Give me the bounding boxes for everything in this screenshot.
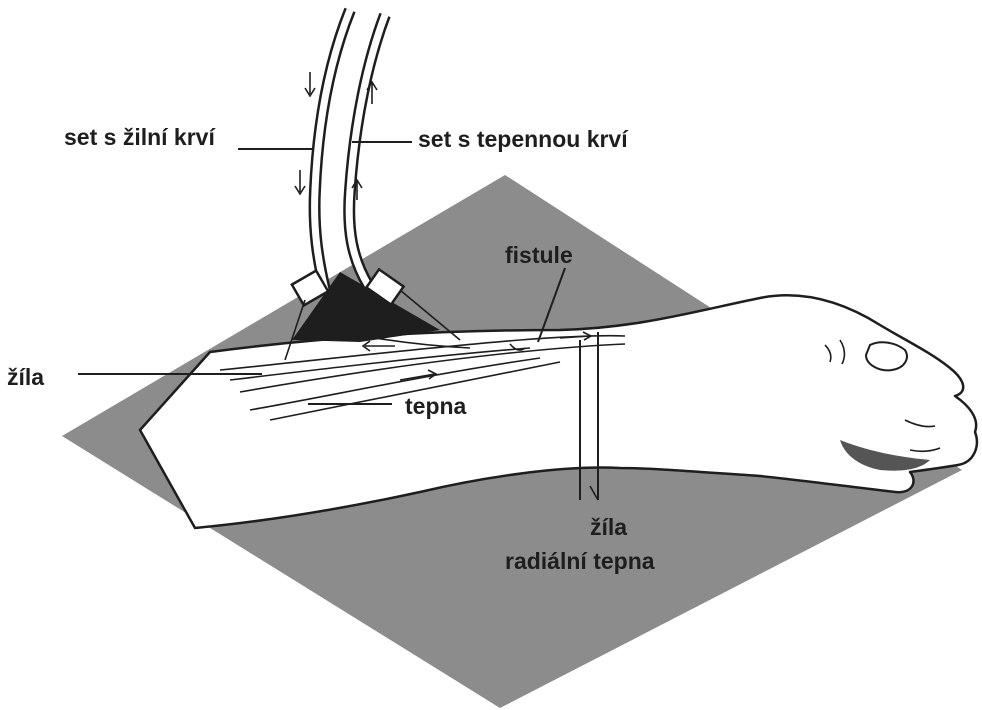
vein-label-left: žíla (7, 366, 44, 389)
thumb (866, 342, 907, 370)
venous-set-label: set s žilní krví (64, 126, 215, 149)
radial-artery-label: radiální tepna (505, 550, 655, 573)
artery-label: tepna (405, 395, 466, 418)
arterial-set-label: set s tepennou krví (418, 128, 628, 151)
fistula-label: fistule (505, 244, 573, 267)
vein-label-right: žíla (590, 516, 627, 539)
